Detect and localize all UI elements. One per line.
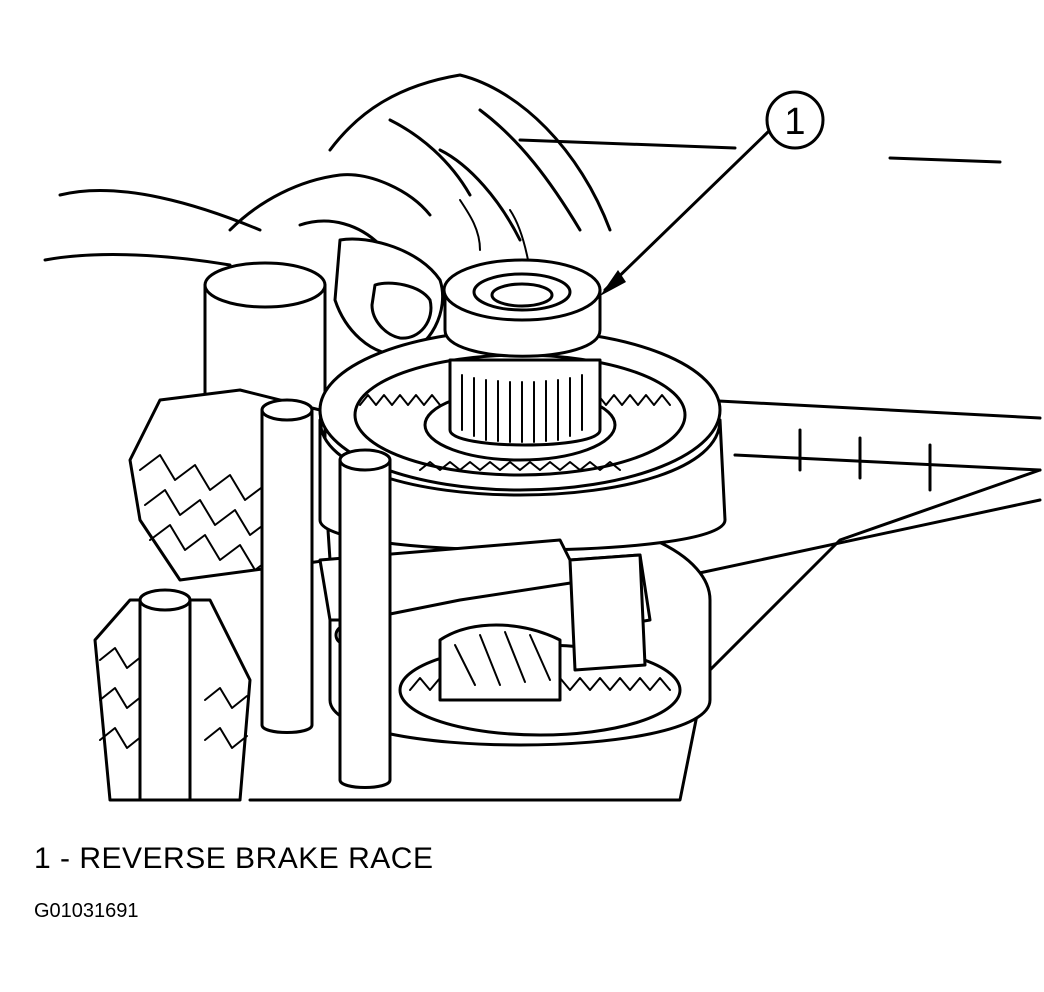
case-outline	[248, 138, 1042, 802]
hand	[43, 73, 612, 357]
transmission-illustration: 1	[43, 73, 1042, 802]
figure-id: G01031691	[34, 900, 139, 922]
reverse-brake-race	[442, 258, 602, 447]
shift-fork	[318, 538, 652, 672]
shift-rails	[138, 398, 392, 802]
figure-caption: 1 - REVERSE BRAKE RACE	[34, 842, 434, 875]
callout-1: 1	[600, 90, 825, 296]
callout-number: 1	[784, 101, 805, 143]
